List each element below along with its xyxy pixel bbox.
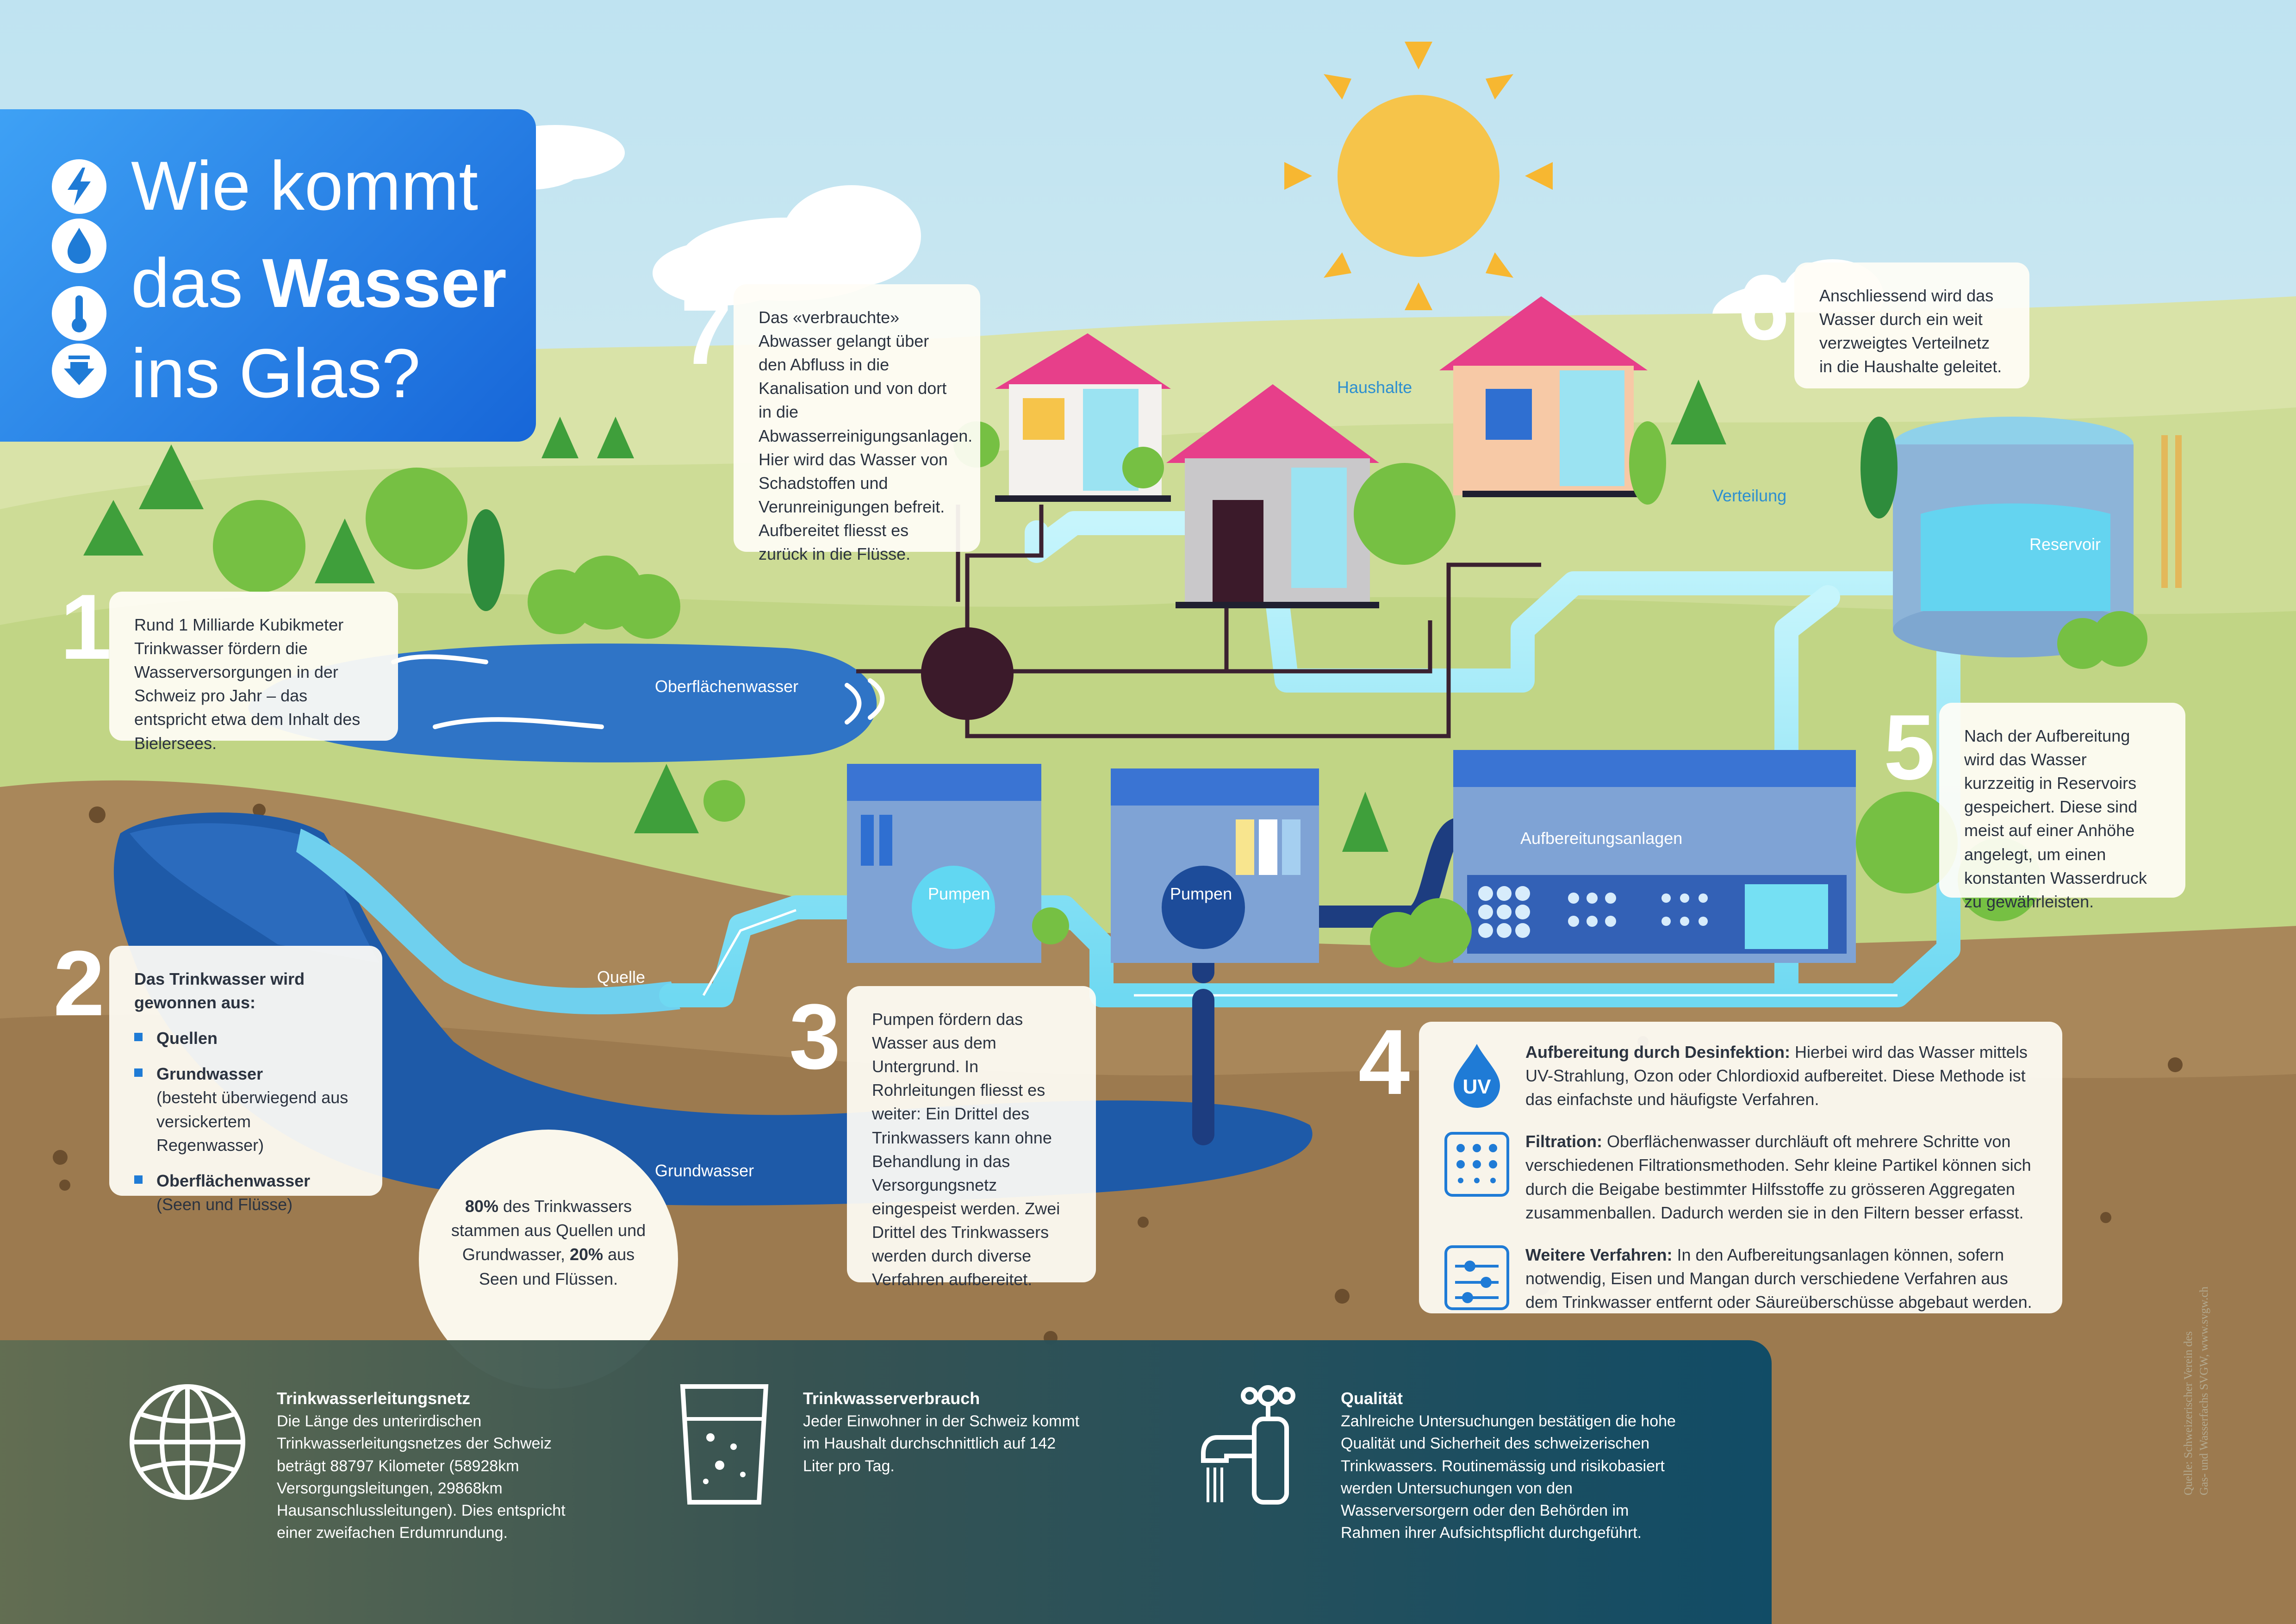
method-weitere: Weitere Verfahren: In den Aufbereitungsa… (1442, 1243, 2039, 1314)
trees (83, 380, 2147, 968)
house-2 (1166, 384, 1379, 608)
uv-label: UV (1462, 1075, 1491, 1098)
download-icon (52, 344, 106, 398)
step-2-item-oberflaechenwasser: Oberflächenwasser(Seen und Flüsse) (134, 1169, 357, 1216)
method-desinfektion: UV Aufbereitung durch Desinfektion: Hier… (1442, 1040, 2039, 1111)
step-1-number: 1 (60, 575, 112, 679)
uv-drop-icon: UV (1454, 1044, 1500, 1108)
pump-building-1 (847, 764, 1041, 963)
step-5-text: Nach der Aufbereitung wird das Wasser ku… (1939, 703, 2185, 911)
step-2-list: Quellen Grundwasser(besteht überwiegend … (134, 1026, 357, 1216)
pump-building-2 (1111, 768, 1319, 963)
globe-icon (130, 1384, 245, 1500)
lightning-icon (52, 159, 106, 214)
water-drop-icon (52, 219, 106, 273)
house-3 (1439, 296, 1648, 497)
process-icon (1444, 1245, 1509, 1310)
step-1-text: Rund 1 Milliarde Kubikmeter Trinkwasser … (109, 592, 398, 753)
source-credit: Quelle: Schweizerischer Verein des Gas- … (2182, 1287, 2210, 1495)
step-4-number: 4 (1358, 1011, 1410, 1114)
step-6-number: 6 (1738, 256, 1790, 359)
label-verteilung: Verteilung (1712, 486, 1787, 505)
house-1 (995, 333, 1171, 502)
water-glass-icon (680, 1384, 769, 1505)
method-filtration: Filtration: Oberflächenwasser durchläuft… (1442, 1130, 2039, 1224)
label-grundwasser: Grundwasser (655, 1161, 754, 1180)
step-2-item-quellen: Quellen (134, 1026, 357, 1050)
step-2-box: Das Trinkwasser wird gewonnen aus: Quell… (109, 946, 382, 1214)
step-7-text: Das «verbrauchte» Abwasser gelangt über … (734, 284, 980, 563)
step-3-text: Pumpen fördern das Wasser aus dem Unterg… (847, 986, 1096, 1289)
step-4-box: UV Aufbereitung durch Desinfektion: Hier… (1419, 1022, 2062, 1313)
step-2-number: 2 (53, 932, 105, 1035)
step-6-text: Anschliessend wird das Wasser durch ein … (1794, 262, 2029, 388)
title-line-1: Wie kommt (131, 147, 478, 225)
step-2-heading: Das Trinkwasser wird gewonnen aus: (134, 969, 305, 1012)
filter-icon (1444, 1132, 1509, 1197)
step-3-number: 3 (789, 985, 841, 1088)
step-7-number: 7 (680, 281, 732, 384)
label-aufbereitungsanlagen: Aufbereitungsanlagen (1520, 829, 1683, 848)
title-line-3: ins Glas? (131, 334, 421, 412)
faucet-icon (1201, 1385, 1295, 1505)
step-5-number: 5 (1884, 696, 1935, 799)
treatment-plant (1453, 750, 1856, 963)
title-card: Wie kommt das Wasser ins Glas? (0, 109, 536, 442)
label-quelle: Quelle (597, 968, 646, 987)
step-2-item-grundwasser: Grundwasser(besteht überwiegend aus vers… (134, 1062, 357, 1156)
label-oberflaechenwasser: Oberflächenwasser (655, 677, 799, 696)
reservoir-tank (1893, 417, 2182, 657)
label-haushalte: Haushalte (1337, 378, 1412, 397)
label-pumpen-1: Pumpen (928, 884, 990, 903)
sun-icon (1284, 42, 1553, 310)
title-line-2: das Wasser (131, 244, 507, 322)
thermometer-icon (52, 286, 106, 341)
label-reservoir: Reservoir (2029, 535, 2101, 554)
label-pumpen-2: Pumpen (1170, 884, 1232, 903)
